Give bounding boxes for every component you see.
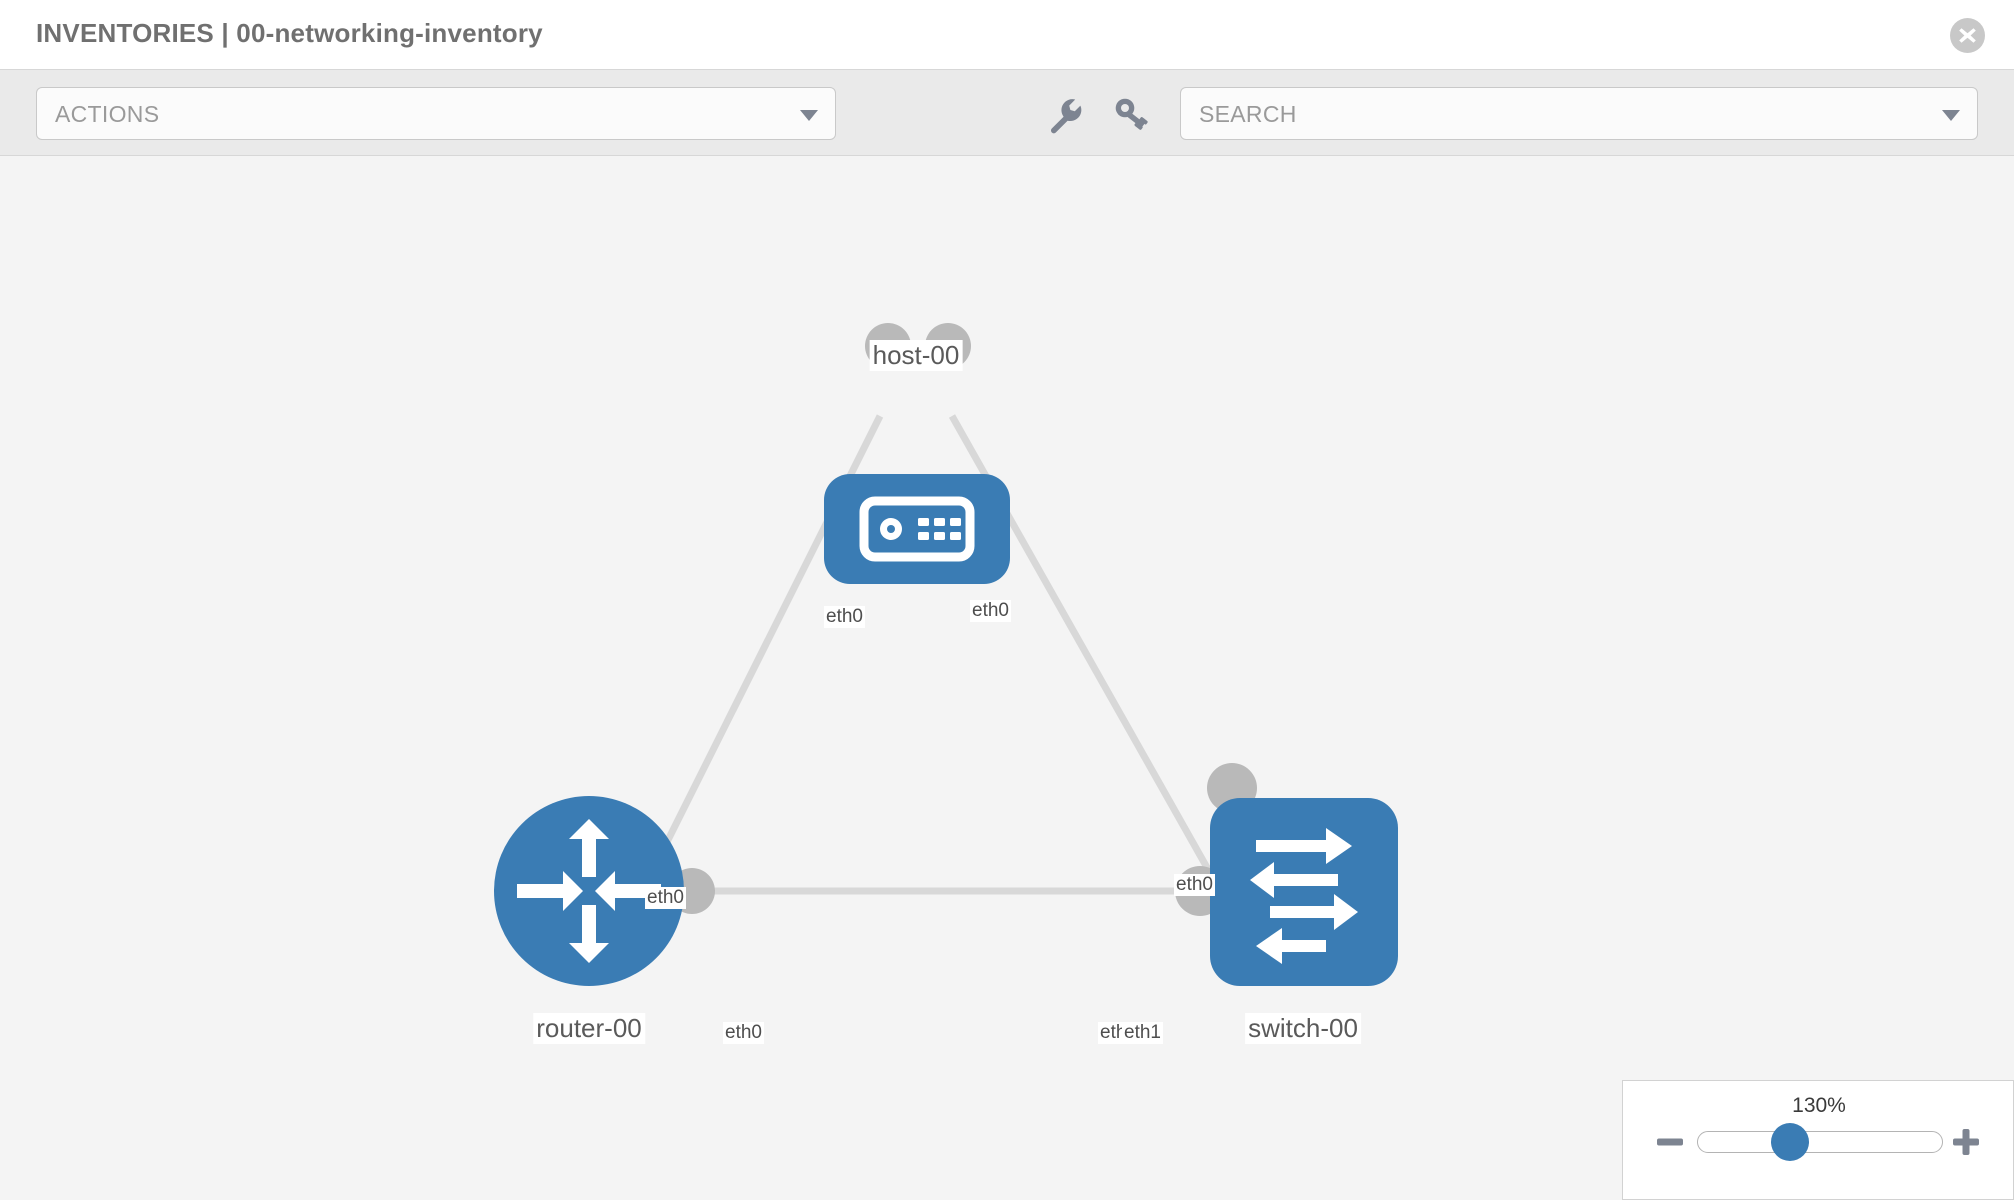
toolbar: ACTIONS SEARCH xyxy=(0,70,2014,156)
close-icon[interactable] xyxy=(1950,18,1985,53)
page-title: INVENTORIES | 00-networking-inventory xyxy=(36,18,543,48)
node-label-switch-00: switch-00 xyxy=(1245,1013,1361,1044)
window-titlebar: INVENTORIES | 00-networking-inventory xyxy=(0,0,2014,70)
chevron-down-icon xyxy=(800,110,818,121)
node-switch-00 xyxy=(1210,798,1398,986)
zoom-slider-track[interactable] xyxy=(1697,1131,1943,1153)
node-label-host-00: host-00 xyxy=(869,340,963,371)
minus-icon[interactable] xyxy=(1655,1127,1685,1157)
router-arrows-icon xyxy=(517,819,661,963)
interface-label-host00-eth0-left: eth0 xyxy=(824,606,865,628)
key-icon[interactable] xyxy=(1110,92,1154,136)
zoom-level-value: 130% xyxy=(1792,1094,1846,1117)
actions-dropdown-label: ACTIONS xyxy=(55,101,160,127)
actions-dropdown[interactable]: ACTIONS xyxy=(36,87,836,140)
interface-label-switch00-eth0-up: eth0 xyxy=(1174,874,1215,896)
interface-label-router00-eth0: eth0 xyxy=(723,1022,764,1044)
interface-label-router00-eth0-up: eth0 xyxy=(645,887,686,909)
node-router-00 xyxy=(494,796,684,986)
chevron-down-icon xyxy=(1942,110,1960,121)
zoom-slider-thumb[interactable] xyxy=(1771,1123,1809,1161)
plus-icon[interactable] xyxy=(1951,1127,1981,1157)
interface-label-host00-eth0-right: eth0 xyxy=(970,600,1011,622)
zoom-control-panel: 130% xyxy=(1622,1080,2014,1200)
server-icon xyxy=(859,496,975,562)
switch-arrows-icon xyxy=(1250,828,1358,964)
node-label-router-00: router-00 xyxy=(533,1013,645,1044)
interface-label-switch00-eth1: eth1 xyxy=(1122,1022,1163,1044)
search-placeholder: SEARCH xyxy=(1199,101,1297,127)
topology-connectors xyxy=(669,323,1257,916)
search-input[interactable]: SEARCH xyxy=(1180,87,1978,140)
wrench-icon[interactable] xyxy=(1042,92,1086,136)
node-host-00 xyxy=(824,474,1010,584)
topology-canvas[interactable]: host-00 router-00 switch-00 eth0 eth0 et… xyxy=(0,156,2014,1200)
topology-graph xyxy=(494,323,1398,986)
